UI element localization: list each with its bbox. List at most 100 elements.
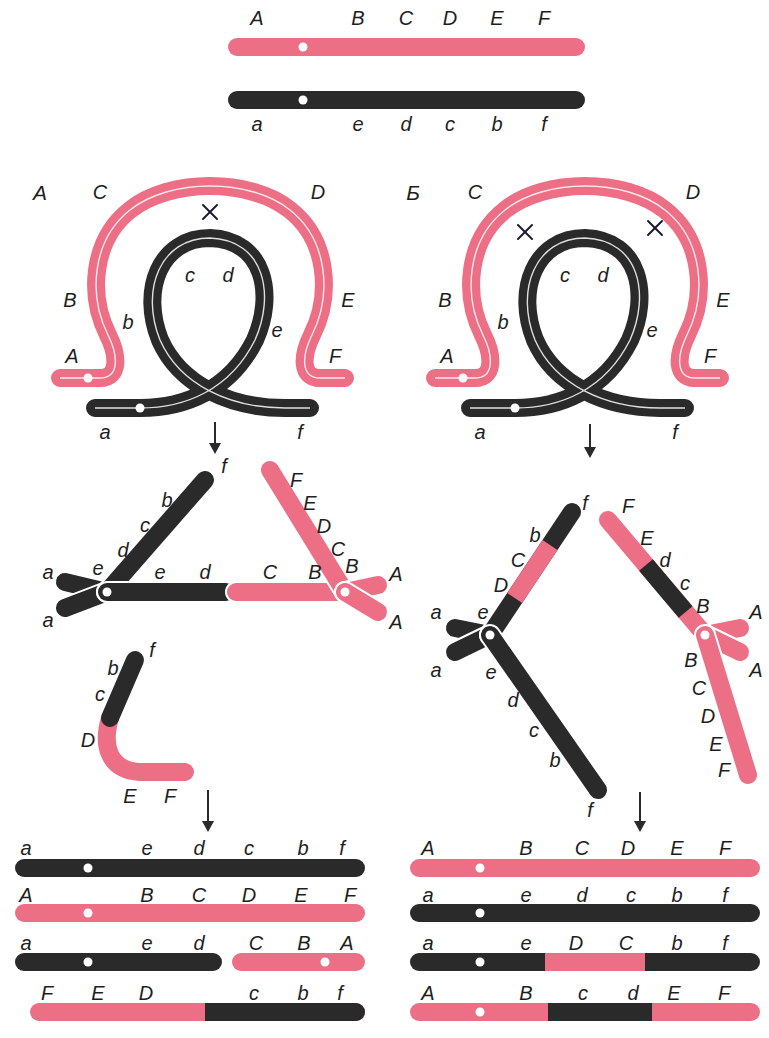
chromosome-halo	[95, 238, 310, 408]
gene-label: C	[399, 8, 413, 28]
gene-label: a	[422, 933, 433, 953]
arrow-head	[202, 821, 214, 832]
gene-label: d	[193, 933, 204, 953]
gene-label: E	[294, 885, 307, 905]
gene-label: E	[670, 838, 683, 858]
arrow-line	[207, 790, 209, 824]
gene-label: e	[352, 114, 363, 134]
chromosome-body	[15, 859, 365, 877]
chromosome-halo	[107, 480, 205, 592]
arrow-line	[589, 424, 591, 450]
chromosome-body	[228, 38, 585, 56]
chromosome-bar	[410, 859, 760, 877]
gene-label: D	[443, 8, 457, 28]
gene-label: E	[640, 528, 653, 548]
arrow-head	[209, 443, 221, 454]
centromere	[341, 588, 350, 597]
chromosome-arm	[608, 520, 705, 635]
chromosome-arm	[107, 480, 205, 592]
centromere	[136, 404, 145, 413]
crossover-mark	[518, 225, 532, 239]
gene-label: C	[93, 182, 107, 202]
chromosome-halo	[60, 186, 345, 378]
gene-label: A	[749, 602, 762, 622]
gene-label: c	[244, 838, 254, 858]
chromosome-body	[410, 904, 760, 922]
gene-label: B	[345, 556, 358, 576]
gene-label: c	[185, 265, 195, 285]
gene-label: E	[91, 983, 104, 1003]
chromosome-body	[15, 953, 222, 971]
centromere	[486, 631, 495, 640]
gene-label: a	[42, 610, 53, 630]
crossover-mark	[648, 221, 662, 235]
gene-label: f	[587, 800, 593, 820]
gene-label: B	[63, 290, 76, 310]
gene-label: E	[303, 493, 316, 513]
gene-label: e	[646, 320, 657, 340]
gene-label: f	[722, 885, 728, 905]
gene-label: B	[438, 290, 451, 310]
gene-label: B	[297, 933, 310, 953]
gene-label: F	[290, 470, 302, 490]
gene-label: b	[671, 933, 682, 953]
chromosome-bar	[232, 953, 365, 971]
gene-label: A	[389, 564, 402, 584]
chromosome-arm	[345, 592, 378, 612]
gene-label: c	[560, 265, 570, 285]
gene-label: d	[199, 562, 210, 582]
gene-label: C	[468, 182, 482, 202]
chromosome-bar	[30, 1003, 365, 1021]
gene-label: c	[529, 720, 539, 740]
chromosome-loop	[470, 238, 685, 408]
gene-label: D	[139, 983, 153, 1003]
gene-label: F	[538, 8, 550, 28]
panel-letter: Б	[406, 182, 420, 203]
gene-label: C	[619, 933, 633, 953]
gene-label: F	[622, 496, 634, 516]
gene-label: F	[719, 838, 731, 858]
gene-label: e	[520, 885, 531, 905]
gene-label: d	[507, 690, 518, 710]
gene-label: B	[519, 838, 532, 858]
gene-label: b	[497, 312, 508, 332]
gene-label: b	[107, 658, 118, 678]
gene-label: f	[149, 640, 155, 660]
gene-label: b	[529, 525, 540, 545]
gene-label: e	[271, 320, 282, 340]
centromere	[701, 631, 710, 640]
gene-label: A	[421, 983, 434, 1003]
gene-label: E	[123, 786, 136, 806]
gene-label: c	[680, 573, 690, 593]
gene-label: a	[474, 422, 485, 442]
gene-label: B	[519, 983, 532, 1003]
gene-label: E	[490, 8, 503, 28]
gene-label: b	[297, 983, 308, 1003]
centromere	[84, 909, 93, 918]
gene-label: b	[122, 312, 133, 332]
chromosome-bar	[15, 953, 222, 971]
gene-label: b	[297, 838, 308, 858]
gene-label: d	[193, 838, 204, 858]
gene-label: C	[192, 885, 206, 905]
chromosome-arm	[107, 583, 226, 601]
gene-label: D	[701, 706, 715, 726]
gene-label: B	[351, 8, 364, 28]
gene-label: f	[672, 422, 678, 442]
centromere	[476, 909, 485, 918]
panel-letter: А	[33, 182, 47, 203]
gene-label: F	[718, 983, 730, 1003]
centromere	[476, 864, 485, 873]
gene-label: C	[575, 838, 589, 858]
gene-label: B	[308, 562, 321, 582]
centromere	[511, 404, 520, 413]
chromosome-segment	[548, 1003, 652, 1021]
chromosome-bar	[410, 953, 760, 971]
chromosome-halo	[470, 238, 685, 408]
arrow-line	[214, 422, 216, 446]
chromosome-body	[410, 1003, 760, 1021]
gene-label: a	[430, 660, 441, 680]
gene-label: d	[222, 265, 233, 285]
centromere	[476, 1008, 485, 1017]
crossover-mark	[648, 221, 662, 235]
